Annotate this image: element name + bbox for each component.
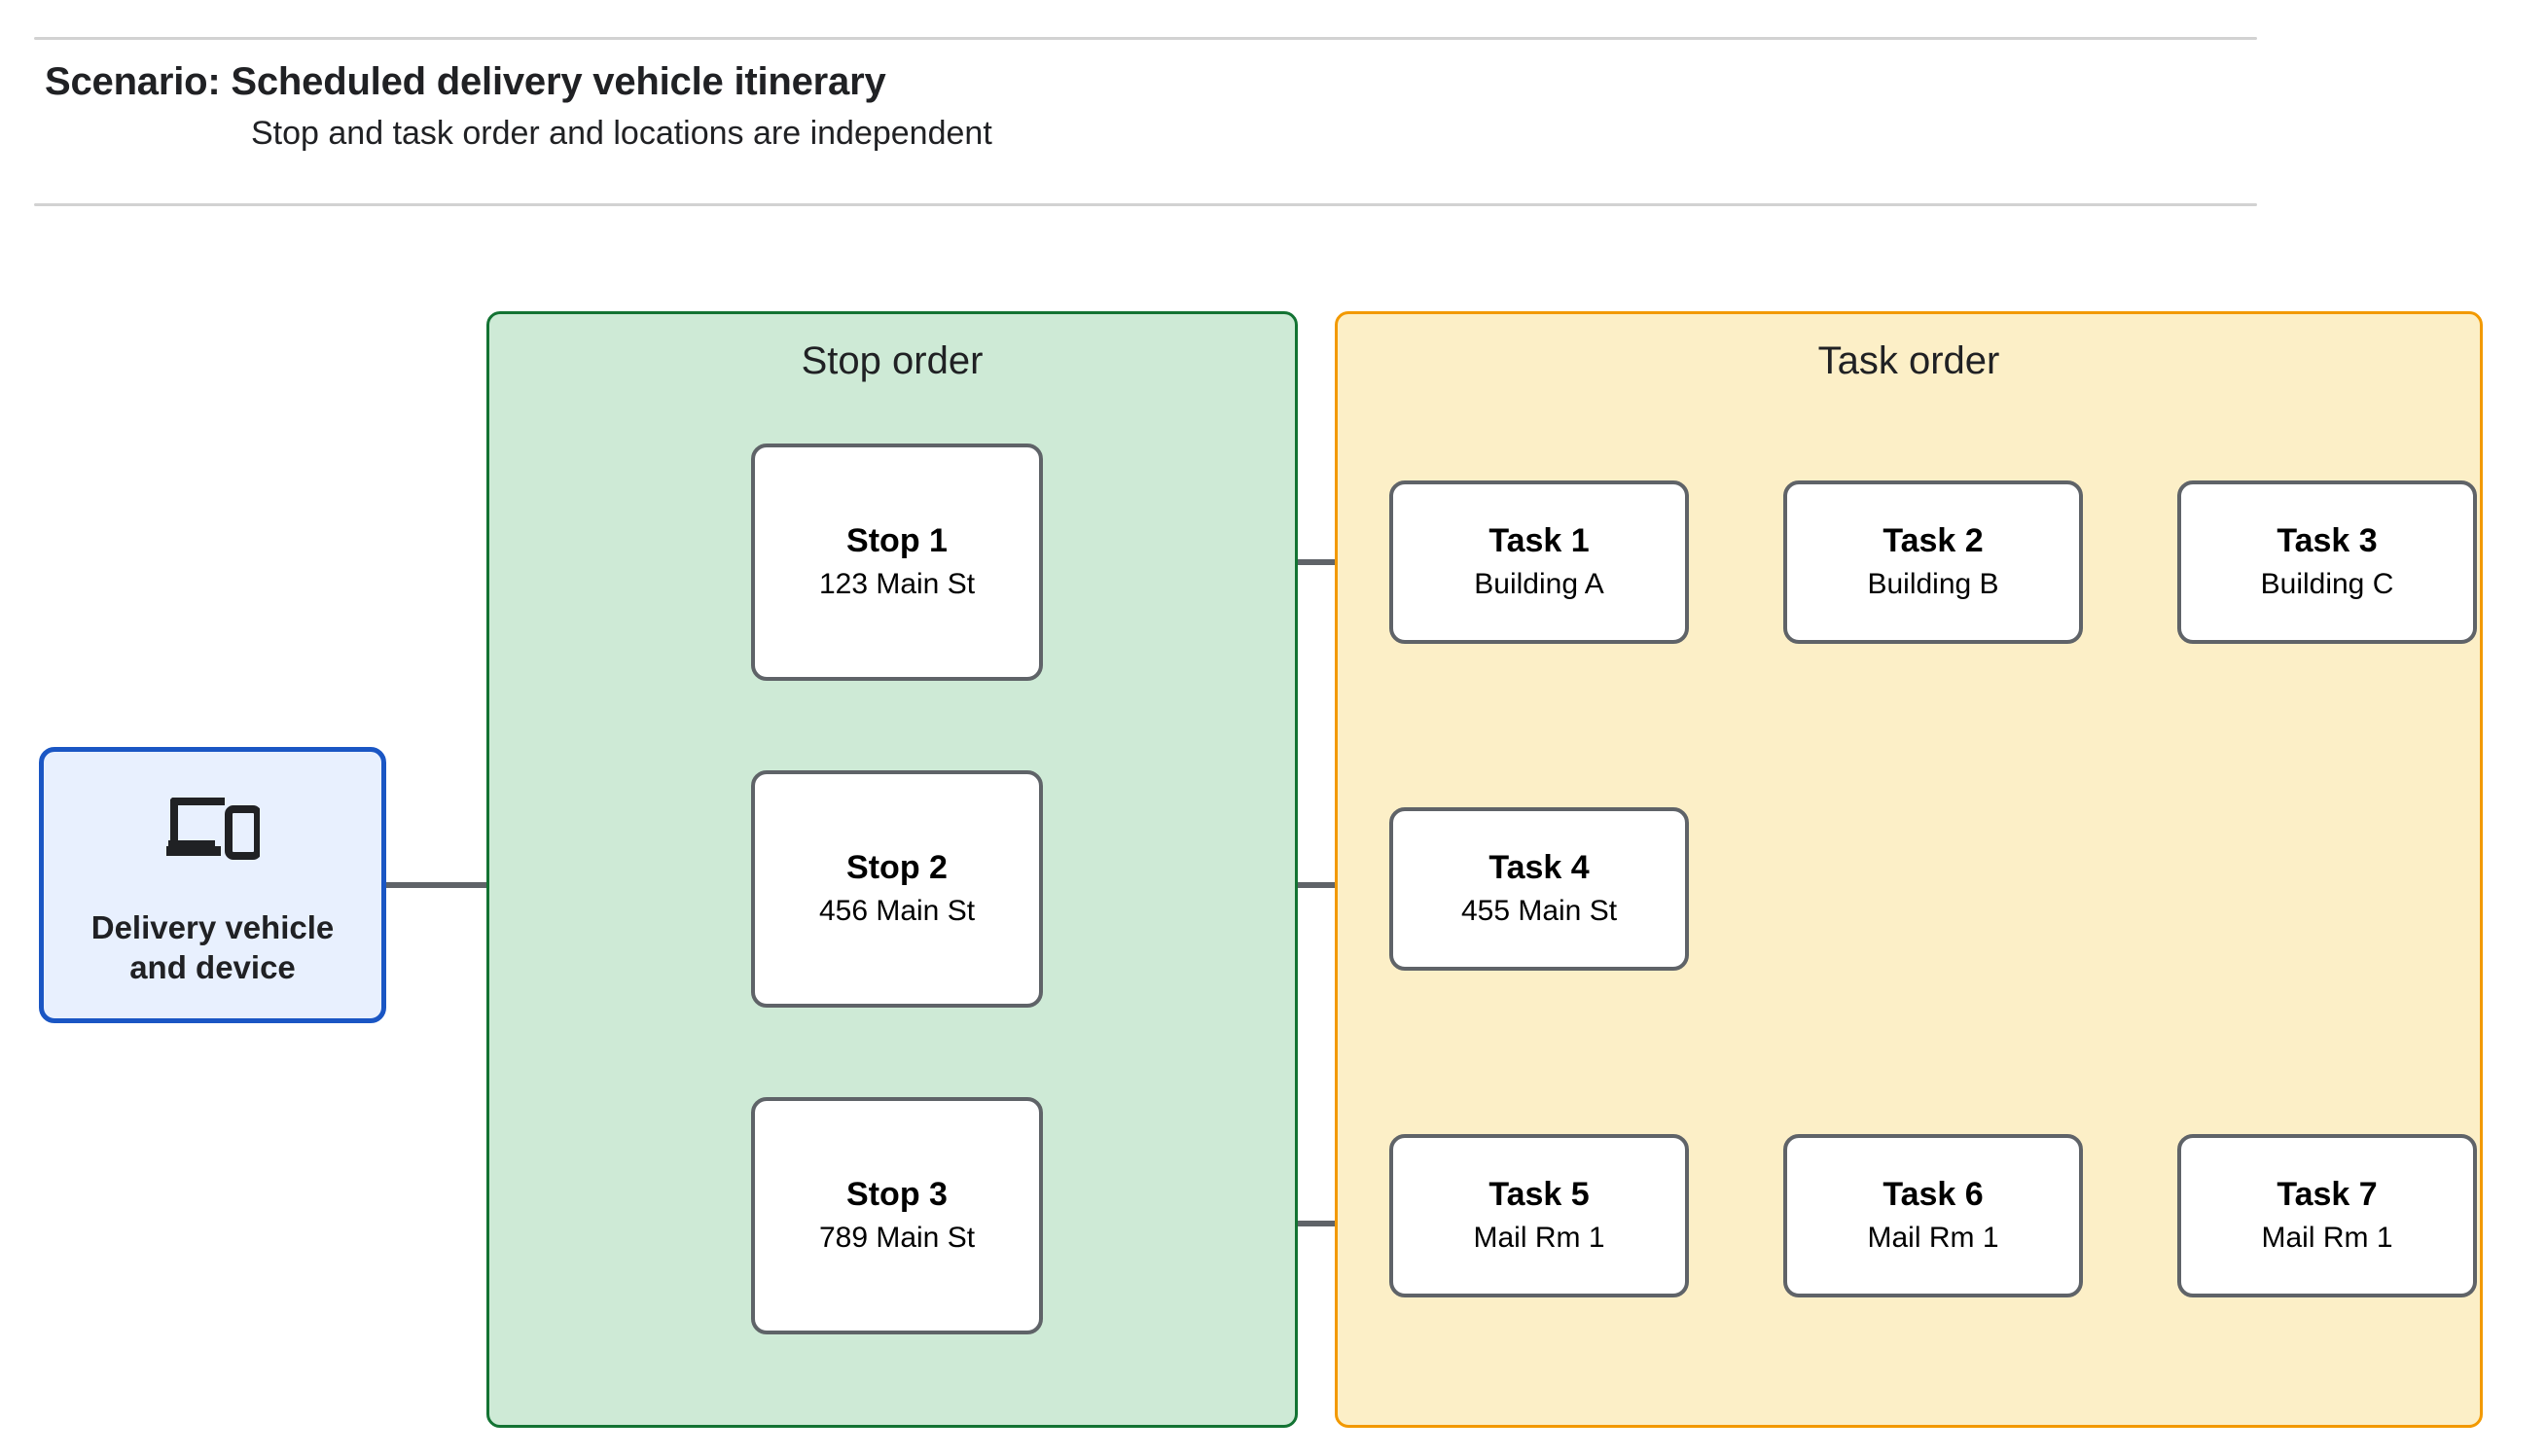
vehicle-label-line2: and device [129,949,296,986]
delivery-vehicle-label: Delivery vehicle and device [91,907,335,988]
stop-1-address: 123 Main St [818,567,976,600]
page-title: Scenario: Scheduled delivery vehicle iti… [45,60,886,103]
delivery-vehicle-node[interactable]: Delivery vehicle and device [39,747,386,1023]
task-4-title: Task 4 [1488,849,1590,887]
stop-2-title: Stop 2 [846,849,948,887]
task-3-location: Building C [2260,567,2394,600]
task-4-location: 455 Main St [1460,894,1618,927]
task-node-4[interactable]: Task 4 455 Main St [1389,807,1689,971]
task-7-location: Mail Rm 1 [2261,1221,2393,1254]
task-node-1[interactable]: Task 1 Building A [1389,480,1689,644]
header-divider-top [34,37,2257,40]
header-divider-bottom [34,203,2257,206]
task-node-7[interactable]: Task 7 Mail Rm 1 [2177,1134,2477,1297]
devices-icon [165,798,260,860]
page-subtitle: Stop and task order and locations are in… [251,115,992,152]
task-7-title: Task 7 [2277,1176,2378,1214]
task-order-title: Task order [1817,339,2000,382]
stop-node-3[interactable]: Stop 3 789 Main St [751,1097,1043,1334]
task-node-5[interactable]: Task 5 Mail Rm 1 [1389,1134,1689,1297]
task-node-2[interactable]: Task 2 Building B [1783,480,2083,644]
task-6-title: Task 6 [1883,1176,1984,1214]
task-1-location: Building A [1474,567,1604,600]
task-node-3[interactable]: Task 3 Building C [2177,480,2477,644]
stop-order-title: Stop order [801,339,984,382]
task-3-title: Task 3 [2277,522,2378,560]
stop-1-title: Stop 1 [846,522,948,560]
task-5-title: Task 5 [1488,1176,1590,1214]
task-2-title: Task 2 [1883,522,1984,560]
stop-node-1[interactable]: Stop 1 123 Main St [751,444,1043,681]
task-6-location: Mail Rm 1 [1867,1221,1999,1254]
stop-2-address: 456 Main St [818,894,976,927]
stop-3-title: Stop 3 [846,1176,948,1214]
stop-3-address: 789 Main St [818,1221,976,1254]
task-5-location: Mail Rm 1 [1473,1221,1605,1254]
task-node-6[interactable]: Task 6 Mail Rm 1 [1783,1134,2083,1297]
vehicle-label-line1: Delivery vehicle [90,909,335,945]
task-2-location: Building B [1867,567,1999,600]
stop-node-2[interactable]: Stop 2 456 Main St [751,770,1043,1008]
task-1-title: Task 1 [1488,522,1590,560]
